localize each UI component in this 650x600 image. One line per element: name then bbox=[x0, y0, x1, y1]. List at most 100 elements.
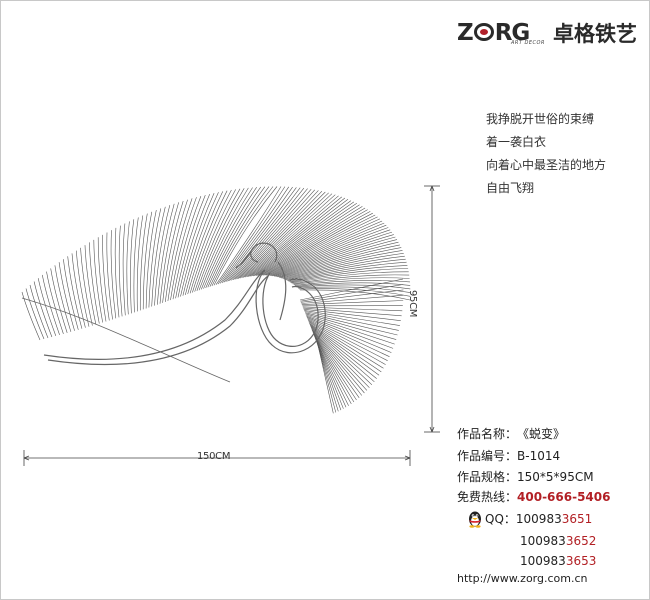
wordmark-prefix: Z bbox=[457, 20, 474, 46]
feather-ray bbox=[307, 318, 390, 357]
feather-ray bbox=[264, 214, 376, 276]
feather-ray bbox=[278, 239, 398, 278]
feather-ray bbox=[312, 332, 363, 396]
feather-ray bbox=[172, 195, 202, 300]
poem-line: 向着心中最圣洁的地方 bbox=[486, 158, 607, 172]
hotline-key: 免费热线： bbox=[457, 490, 518, 504]
feather-ray bbox=[211, 186, 274, 287]
feather-ray bbox=[305, 313, 397, 340]
product-name-row: 作品名称：《蜕变》 bbox=[457, 424, 565, 444]
feather-ray bbox=[162, 200, 184, 303]
feather-ray bbox=[227, 187, 305, 282]
feather-ray bbox=[50, 268, 68, 333]
feather-ray bbox=[154, 205, 171, 306]
feather-ray bbox=[298, 288, 411, 297]
product-name-value: 《蜕变》 bbox=[517, 427, 566, 441]
feather-ray bbox=[133, 217, 139, 313]
product-size-key: 作品规格： bbox=[457, 470, 518, 484]
feather-ray bbox=[157, 203, 175, 305]
feather-ray bbox=[33, 281, 53, 338]
feather-ray bbox=[185, 191, 224, 295]
feather-ray bbox=[308, 320, 386, 365]
feather-ray bbox=[306, 315, 394, 349]
qq-number-3[interactable]: 1009833653 bbox=[520, 551, 596, 571]
feather-ray bbox=[300, 289, 404, 303]
feather-ray bbox=[314, 337, 349, 406]
feather-ray bbox=[71, 253, 86, 328]
feather-ray bbox=[303, 308, 401, 321]
qq-number-2[interactable]: 1009833652 bbox=[520, 531, 596, 551]
wordmark-suffix: RG bbox=[494, 20, 531, 46]
feather-ray bbox=[246, 196, 342, 278]
feather-ray bbox=[54, 265, 72, 332]
feather-ray bbox=[106, 232, 113, 320]
feather-ray bbox=[118, 225, 123, 317]
feather-ray bbox=[198, 187, 249, 291]
qq-number-1[interactable]: 1009833651 bbox=[516, 509, 592, 529]
feather-ray bbox=[313, 333, 360, 398]
feather-ray bbox=[255, 204, 360, 276]
poem-line: 自由飞翔 bbox=[486, 181, 535, 195]
feather-ray bbox=[148, 208, 162, 308]
feather-ray bbox=[295, 282, 411, 287]
feather-ray bbox=[194, 188, 241, 292]
qq-number-suffix: 3651 bbox=[561, 512, 593, 526]
feather-ray bbox=[151, 206, 166, 307]
product-size-row: 作品规格：150*5*95CM bbox=[457, 467, 594, 487]
feather-ray bbox=[221, 186, 293, 284]
feather-ray bbox=[182, 192, 219, 296]
website-link[interactable]: http://www.zorg.com.cn bbox=[457, 572, 588, 585]
feather-ray bbox=[67, 256, 83, 329]
feather-ray bbox=[232, 189, 316, 281]
qq-number-prefix: 100983 bbox=[520, 534, 566, 548]
feather-ray bbox=[304, 311, 399, 331]
feather-ray bbox=[229, 188, 308, 281]
feather-rays bbox=[21, 186, 411, 414]
feather-ray bbox=[139, 213, 148, 311]
feather-ray bbox=[257, 206, 363, 276]
feather-ray bbox=[277, 236, 396, 278]
feather-ray bbox=[263, 212, 373, 276]
feather-ray bbox=[314, 336, 352, 405]
feather-ray bbox=[294, 280, 411, 286]
feather-ray bbox=[126, 221, 130, 315]
feather-ray bbox=[241, 193, 333, 279]
feather-ray bbox=[145, 210, 157, 309]
feather-ray bbox=[170, 197, 197, 301]
width-label: 150CM bbox=[197, 451, 231, 462]
feather-ray bbox=[276, 234, 394, 277]
feather-ray bbox=[215, 186, 282, 285]
feather-ray bbox=[25, 288, 45, 340]
feather-ray bbox=[180, 192, 215, 297]
qq-key: QQ： bbox=[485, 512, 516, 526]
feather-ray bbox=[306, 317, 392, 353]
feather-ray bbox=[271, 224, 387, 277]
logo-o-icon bbox=[473, 23, 494, 41]
feather-ray bbox=[316, 342, 339, 412]
feather-ray bbox=[272, 227, 389, 277]
qq-row-1: QQ：1009833651 bbox=[485, 509, 592, 529]
feather-ray bbox=[300, 284, 404, 302]
feather-ray bbox=[308, 321, 384, 369]
poem-line: 着一袭白衣 bbox=[486, 135, 547, 149]
feather-ray bbox=[315, 340, 344, 409]
qq-row-3: 1009833653 bbox=[520, 551, 596, 571]
feather-ray bbox=[225, 187, 301, 282]
height-dimension-line bbox=[424, 185, 440, 433]
qq-penguin-icon[interactable] bbox=[467, 510, 483, 528]
feather-ray bbox=[110, 230, 117, 319]
feather-ray bbox=[248, 197, 346, 277]
feather-ray bbox=[265, 216, 378, 276]
hotline-number[interactable]: 400-666-5406 bbox=[517, 490, 611, 504]
feather-ray bbox=[302, 306, 403, 312]
feather-ray bbox=[275, 231, 393, 277]
feather-ray bbox=[93, 239, 103, 323]
product-code-key: 作品编号： bbox=[457, 449, 518, 463]
poem-block: 我挣脱开世俗的束缚 着一袭白衣 向着心中最圣洁的地方 自由飞翔 bbox=[486, 108, 606, 200]
feather-ray bbox=[312, 331, 365, 394]
feather-ray bbox=[268, 220, 383, 276]
feather-ray bbox=[249, 199, 349, 277]
feather-ray bbox=[287, 258, 406, 281]
